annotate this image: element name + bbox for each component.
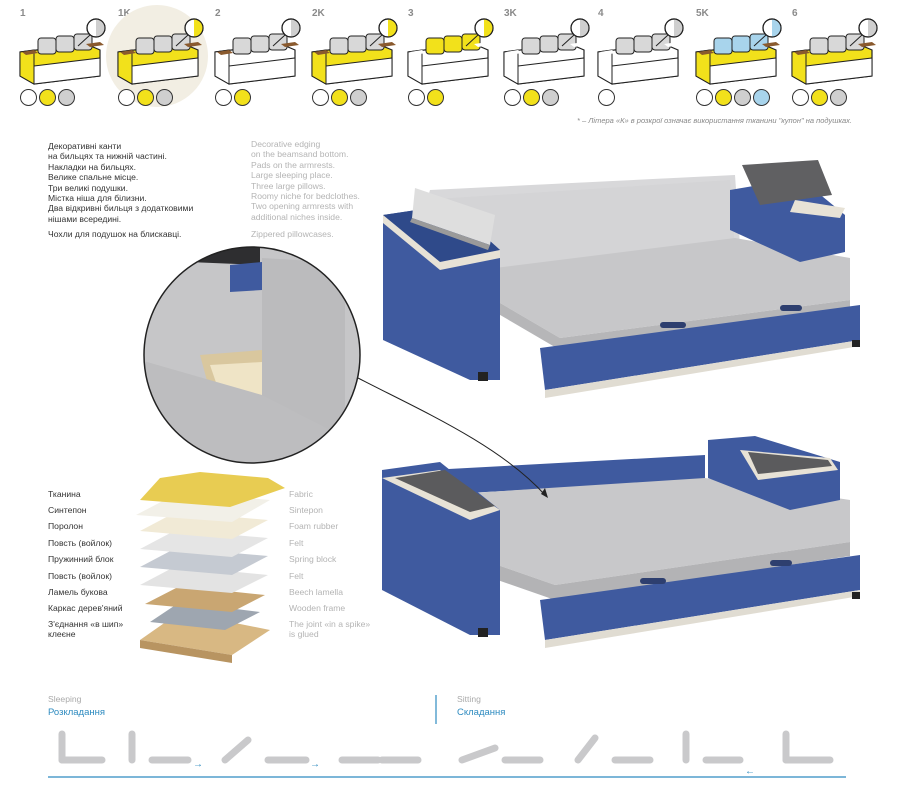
svg-text:→: → — [310, 759, 320, 770]
variant-number: 1K — [118, 8, 131, 19]
layer-label-ua: Тканина — [48, 489, 81, 499]
layer-label-en: Felt — [289, 571, 304, 581]
layer-label-ua: Повсть (войлок) — [48, 538, 112, 548]
layer-label-ua: Повсть (войлок) — [48, 571, 112, 581]
color-swatch-grey[interactable] — [350, 89, 367, 106]
variant-number: 6 — [792, 8, 798, 19]
color-swatch-white[interactable] — [792, 89, 809, 106]
layer-label-en: Foam rubber — [289, 521, 339, 531]
variant-number: 2K — [312, 8, 325, 19]
layer-label-en: The joint «in a spike» is glued — [289, 619, 371, 639]
layer-label-en: Fabric — [289, 489, 313, 499]
color-swatch-white[interactable] — [312, 89, 329, 106]
layer-label-en: Felt — [289, 538, 304, 548]
color-swatch-blue[interactable] — [753, 89, 770, 106]
color-swatch-yellow[interactable] — [715, 89, 732, 106]
color-swatch-white[interactable] — [504, 89, 521, 106]
variant-number: 3 — [408, 8, 414, 19]
color-swatch-white[interactable] — [598, 89, 615, 106]
color-swatch-yellow[interactable] — [427, 89, 444, 106]
color-swatch-white[interactable] — [696, 89, 713, 106]
variant-sofa-icon[interactable] — [692, 16, 784, 88]
layer-label-ua: Поролон — [48, 521, 83, 531]
color-swatch-white[interactable] — [215, 89, 232, 106]
variant-color-dots — [504, 89, 559, 106]
variant-sofa-icon[interactable] — [500, 16, 592, 88]
sofa-open-armrests — [383, 160, 860, 398]
color-swatch-white[interactable] — [408, 89, 425, 106]
mattress-layers — [136, 472, 285, 663]
layer-label-ua: Ламель букова — [48, 587, 108, 597]
variant-sofa-icon[interactable] — [211, 16, 303, 88]
color-swatch-white[interactable] — [20, 89, 37, 106]
variant-sofa-icon[interactable] — [404, 16, 496, 88]
variant-number: 3K — [504, 8, 517, 19]
sitting-title-en: Sitting — [457, 694, 481, 704]
color-swatch-yellow[interactable] — [523, 89, 540, 106]
sleeping-title-en: Sleeping — [48, 694, 82, 704]
color-swatch-white[interactable] — [118, 89, 135, 106]
variant-sofa-icon[interactable] — [114, 16, 206, 88]
svg-text:←: ← — [745, 766, 755, 777]
layer-label-ua: З'єднання «в шип» клеєне — [48, 619, 124, 639]
color-swatch-grey[interactable] — [830, 89, 847, 106]
variant-color-dots — [696, 89, 770, 106]
zoom-detail — [143, 246, 361, 464]
variant-color-dots — [20, 89, 75, 106]
layer-label-ua: Пружинний блок — [48, 554, 114, 564]
svg-text:→: → — [193, 759, 203, 770]
folding-sequence — [58, 730, 834, 764]
variant-sofa-icon[interactable] — [16, 16, 108, 88]
variant-color-dots — [792, 89, 847, 106]
variant-color-dots — [215, 89, 251, 106]
color-swatch-grey[interactable] — [156, 89, 173, 106]
variant-color-dots — [118, 89, 173, 106]
variant-number: 2 — [215, 8, 221, 19]
features-ua-extra: Чохли для подушок на блискавці. — [48, 229, 182, 239]
layer-label-en: Spring block — [289, 554, 337, 564]
color-swatch-grey[interactable] — [734, 89, 751, 106]
variant-color-dots — [408, 89, 444, 106]
features-ua: Декоративні канти на бильцях та нижній ч… — [48, 141, 194, 224]
sofa-bed-unfolded — [382, 436, 860, 648]
color-swatch-yellow[interactable] — [811, 89, 828, 106]
sleeping-title-ua: Розкладання — [48, 707, 106, 718]
features-en-extra: Zippered pillowcases. — [251, 229, 334, 239]
color-swatch-grey[interactable] — [58, 89, 75, 106]
layer-label-en: Beech lamella — [289, 587, 343, 597]
variant-number: 4 — [598, 8, 604, 19]
layer-label-en: Sintepon — [289, 505, 323, 515]
variant-sofa-icon[interactable] — [308, 16, 400, 88]
color-swatch-yellow[interactable] — [331, 89, 348, 106]
color-swatch-grey[interactable] — [542, 89, 559, 106]
layer-label-ua: Синтепон — [48, 505, 87, 515]
color-swatch-yellow[interactable] — [39, 89, 56, 106]
variant-sofa-icon[interactable] — [594, 16, 686, 88]
footnote: * – Літера «К» в розкрої означає викорис… — [577, 116, 852, 125]
variant-color-dots — [312, 89, 367, 106]
variant-number: 1 — [20, 8, 26, 19]
color-swatch-yellow[interactable] — [137, 89, 154, 106]
variant-number: 5K — [696, 8, 709, 19]
color-swatch-yellow[interactable] — [234, 89, 251, 106]
sitting-title-ua: Складання — [457, 707, 506, 718]
variant-sofa-icon[interactable] — [788, 16, 880, 88]
layer-label-en: Wooden frame — [289, 603, 346, 613]
features-en: Decorative edging on the beamsand bottom… — [251, 139, 360, 222]
variant-color-dots — [598, 89, 615, 106]
layer-label-ua: Каркас дерев'яний — [48, 603, 123, 613]
